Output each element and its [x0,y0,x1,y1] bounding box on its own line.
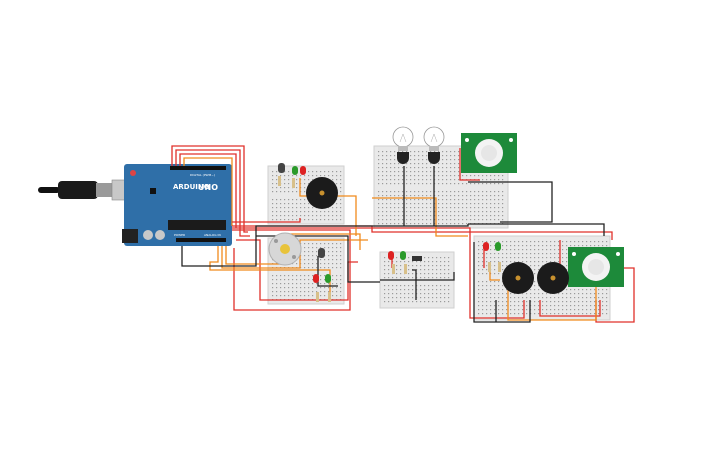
wire [412,269,417,300]
piezo-buzzer-icon[interactable] [537,262,569,294]
wire [232,227,525,319]
resistor-icon[interactable] [328,292,331,302]
wire [175,149,250,237]
transistor-icon[interactable] [397,152,409,164]
resistor-icon[interactable] [404,264,407,274]
light-bulb-icon[interactable] [392,126,414,151]
atmega-chip [168,220,226,230]
wire [221,239,368,269]
led-icon[interactable] [483,242,489,251]
wire [468,223,605,236]
wire [317,256,338,287]
wire [232,229,351,311]
usb-cable-icon [38,179,139,201]
resistor-icon[interactable] [316,292,319,302]
led-icon[interactable] [300,166,306,175]
piezo-buzzer-icon[interactable] [502,262,534,294]
wire [256,235,380,283]
resistor-icon[interactable] [488,262,491,272]
pir-sensor-icon[interactable] [568,247,624,287]
power-label: POWER [174,233,185,237]
arduino-uno-board[interactable]: ARDUINO UNO DIGITAL (PWM~) POWER ANALOG … [122,164,232,246]
wire [183,157,233,226]
resistor-icon[interactable] [278,176,281,186]
wire [171,145,248,233]
wire [181,224,469,267]
resistor-icon[interactable] [498,262,501,272]
wire [232,218,301,223]
led-icon[interactable] [278,163,285,173]
dc-motor-icon[interactable] [268,232,302,266]
wire [459,148,480,181]
arduino-brand: ARDUINO [173,183,210,191]
digital-header [170,166,226,170]
analog-label: ANALOG IN [204,233,221,237]
arduino-model: UNO [198,183,218,192]
wire [539,300,601,317]
resistor-icon[interactable] [292,178,295,188]
led-icon[interactable] [292,166,298,175]
led-icon[interactable] [400,251,406,260]
digital-label: DIGITAL (PWM~) [190,173,215,177]
wire [468,181,553,223]
led-icon[interactable] [495,242,501,251]
wire [380,272,455,281]
led-icon[interactable] [388,251,394,260]
led-icon[interactable] [325,274,331,283]
wire [179,153,237,228]
wire [473,242,531,323]
led-icon[interactable] [318,248,325,258]
resistor-icon[interactable] [392,264,395,274]
light-bulb-icon[interactable] [423,126,445,151]
wire [507,276,597,321]
pir-sensor-icon[interactable] [461,133,517,173]
analog-header [176,238,226,242]
power-jack [122,229,138,243]
piezo-buzzer-icon[interactable] [306,177,338,209]
wires [171,145,635,323]
breadboard-2 [267,237,345,305]
transistor-icon[interactable] [428,152,440,164]
led-icon[interactable] [313,274,319,283]
transistor-icon[interactable] [412,256,422,261]
